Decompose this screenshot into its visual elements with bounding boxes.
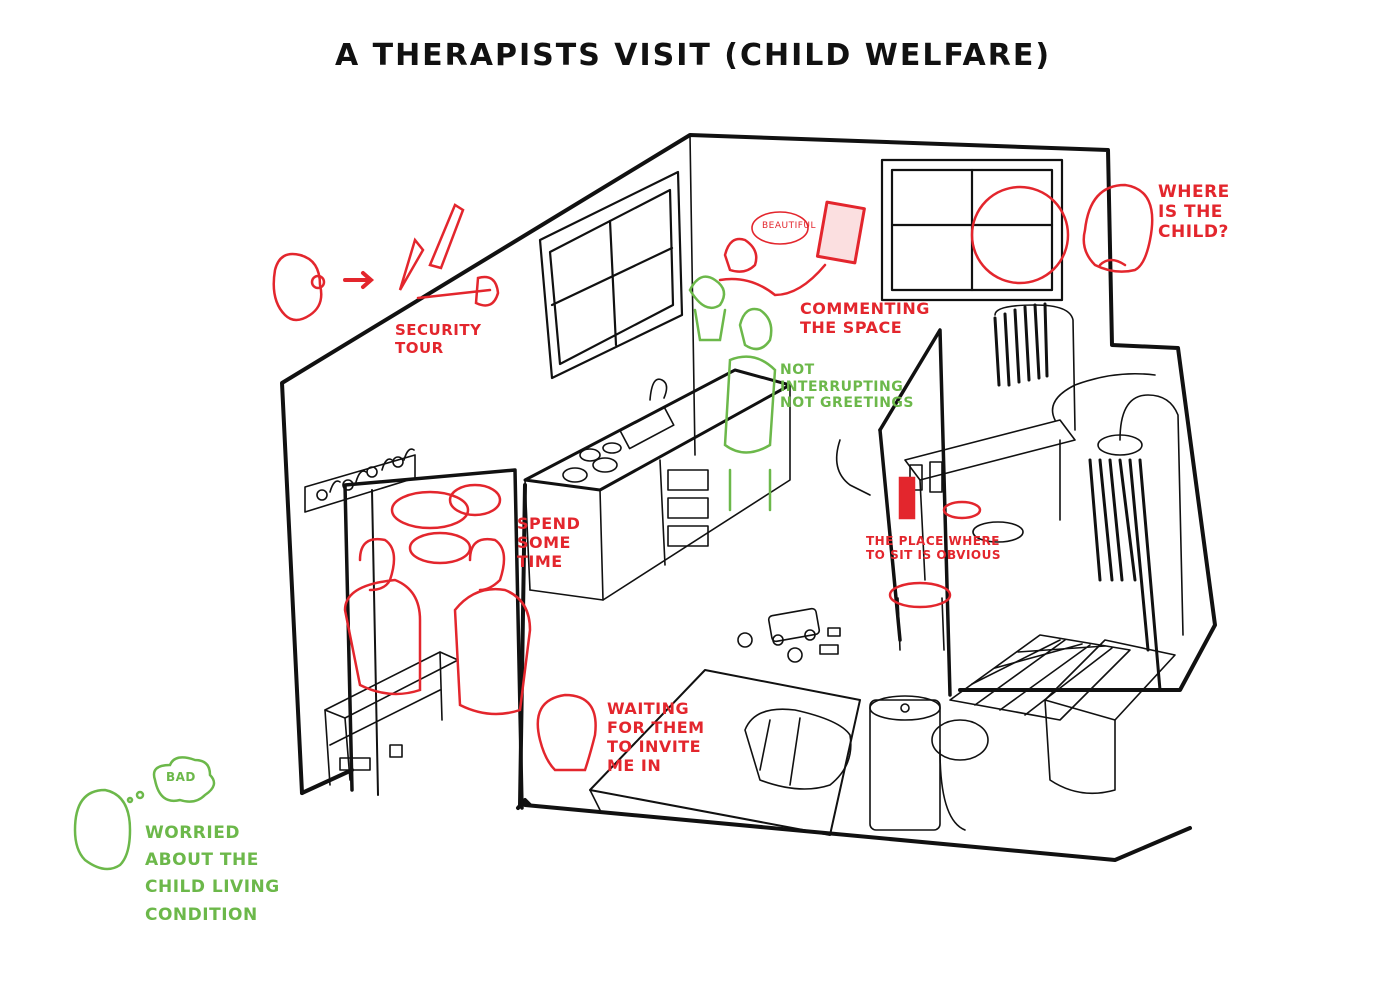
chair (888, 581, 952, 609)
bathroom-sink (1044, 639, 1176, 795)
label-waiting: WAITING FOR THEM TO INVITE ME IN (607, 699, 705, 776)
label-line: TIME (517, 551, 563, 571)
label-line: WHERE (1158, 182, 1230, 202)
label-where-is-child: WHERE IS THE CHILD? (1158, 182, 1230, 242)
label-commenting-space: COMMENTING THE SPACE (800, 299, 930, 338)
two-people-talking (343, 537, 532, 716)
label-beautiful: BEAUTIFUL (762, 221, 817, 231)
label-line: ME IN (607, 755, 662, 775)
worried-green-head (73, 788, 132, 871)
toilet (869, 695, 989, 831)
saw-icon (428, 203, 465, 270)
shower (1088, 394, 1184, 692)
label-place-to-sit: THE PLACE WHERE TO SIT IS OBVIOUS (866, 534, 1001, 562)
worried-therapist-head (1082, 183, 1154, 273)
label-line: ABOUT THE (145, 850, 259, 871)
label-line: SECURITY (395, 321, 482, 339)
label-line: INTERRUPTING (780, 378, 904, 395)
label-line: CHILD? (1158, 222, 1229, 243)
therapist-security-head (272, 252, 326, 322)
label-line: WAITING (607, 699, 690, 718)
label-line: CONDITION (145, 904, 258, 925)
floor-toys (737, 607, 841, 663)
room-divider (878, 328, 952, 697)
hallway-bench (324, 651, 459, 786)
kitchen-counter (523, 368, 792, 601)
label-line: NOT (780, 362, 815, 378)
knife-icon (398, 237, 425, 291)
page-title: A THERAPISTS VISIT (CHILD WELFARE) (334, 38, 1052, 73)
axe-icon (416, 275, 500, 307)
label-spend-time: SPEND SOME TIME (517, 514, 581, 572)
plate-icon (942, 500, 982, 520)
beautiful-bubble (751, 211, 809, 245)
arrow-icon (343, 271, 375, 289)
label-line: TO INVITE (607, 736, 702, 756)
waiting-person-head (536, 693, 597, 772)
green-plant-in-pot (688, 275, 727, 342)
label-line: THE SPACE (800, 317, 903, 337)
label-worried: WORRIED ABOUT THE CHILD LIVING CONDITION (145, 820, 280, 929)
therapist-commenting-figure (718, 237, 827, 297)
thought-bubble-icon (970, 185, 1070, 285)
label-bad: BAD (166, 770, 196, 784)
entrance-door (343, 468, 524, 810)
bottle-icon (898, 476, 916, 520)
label-line: IS THE (1158, 202, 1223, 223)
bathroom-tiles (949, 634, 1131, 721)
sofa-back-room (835, 304, 1156, 496)
kitchen-window (538, 170, 684, 380)
label-line: TOUR (395, 338, 444, 357)
label-line: FOR THEM (607, 717, 705, 737)
label-line: SOME (517, 532, 571, 552)
label-line: TO SIT IS OBVIOUS (866, 548, 1002, 563)
label-line: THE PLACE WHERE (866, 534, 1000, 548)
label-security-tour: SECURITY TOUR (395, 321, 482, 357)
label-line: COMMENTING (800, 299, 930, 318)
bed (589, 669, 861, 836)
label-not-interrupting: NOT INTERRUPTING NOT GREETINGS (780, 362, 914, 412)
radiator (993, 302, 1049, 387)
label-line: WORRIED (145, 823, 240, 843)
label-line: CHILD LIVING (145, 877, 280, 898)
coat-hooks (304, 448, 416, 513)
label-line: NOT GREETINGS (780, 395, 914, 412)
picture-frame (815, 200, 866, 265)
label-line: SPEND (517, 514, 581, 533)
bad-thought-bubble (126, 756, 216, 804)
speech-bubbles-icon (390, 483, 502, 565)
green-person-at-counter (723, 307, 777, 512)
